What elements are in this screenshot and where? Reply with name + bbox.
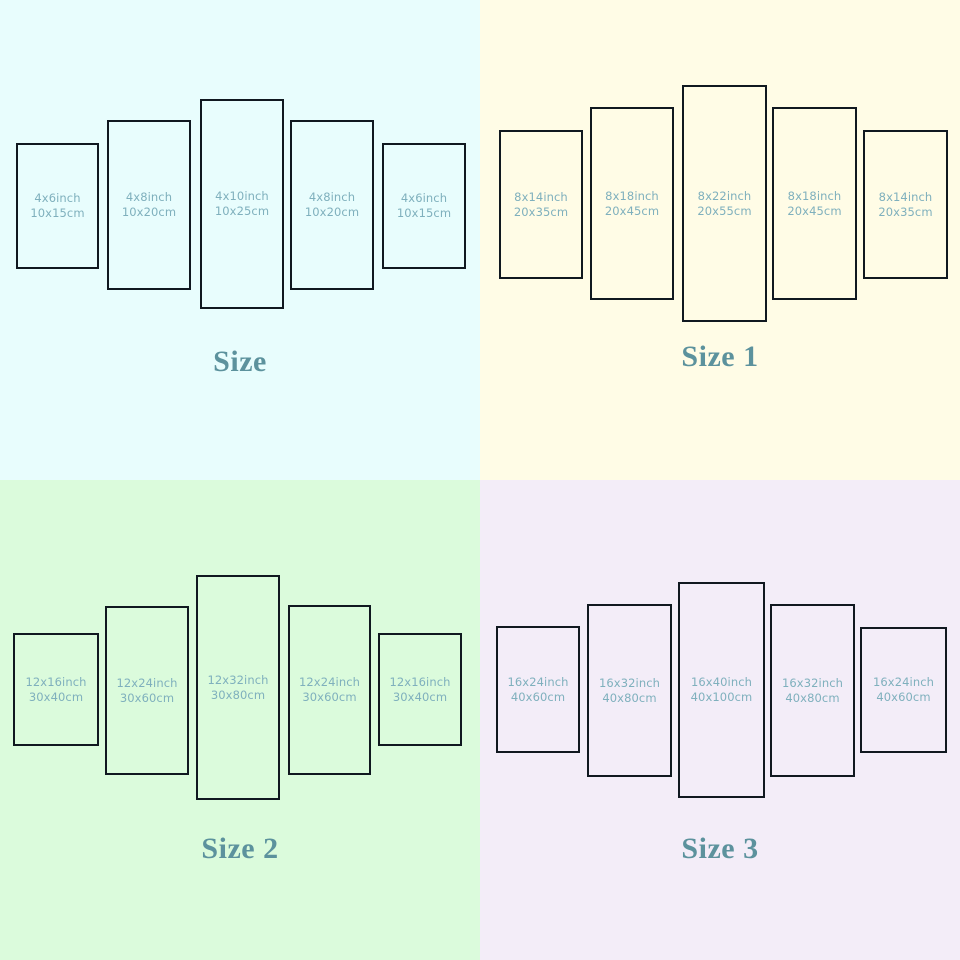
panel-label-cm: 40x60cm — [876, 690, 931, 704]
panel-label-inch: 12x16inch — [25, 674, 87, 689]
panel-size2-3: 12x32inch 30x80cm — [196, 575, 280, 800]
panel-stage-size: 4x6inch 10x15cm 4x8inch 10x20cm 4x10inch… — [0, 0, 480, 480]
quadrant-title-size-3: Size 3 — [681, 832, 759, 865]
panel-label-size3-3: 16x40inch 40x100cm — [691, 675, 753, 705]
panel-label-cm: 20x35cm — [513, 204, 569, 219]
panel-label-cm: 40x80cm — [785, 690, 840, 705]
panel-label-inch: 8x14inch — [878, 189, 933, 204]
quadrant-title-size-2: Size 2 — [201, 832, 279, 865]
panel-label-cm: 30x60cm — [119, 690, 175, 705]
panel-size-4: 4x8inch 10x20cm — [290, 120, 374, 290]
panel-size3-3: 16x40inch 40x100cm — [678, 582, 765, 798]
panel-size2-5: 12x16inch 30x40cm — [378, 633, 462, 746]
quadrant-size: 4x6inch 10x15cm 4x8inch 10x20cm 4x10inch… — [0, 0, 480, 480]
panel-label-cm: 20x55cm — [697, 203, 752, 218]
panel-label-inch: 8x18inch — [787, 188, 842, 203]
panel-label-cm: 10x15cm — [396, 206, 452, 220]
panel-label-inch: 12x16inch — [389, 674, 451, 689]
panel-label-inch: 4x10inch — [215, 189, 269, 204]
panel-label-size3-4: 16x32inch 40x80cm — [782, 676, 843, 706]
panel-label-size-2: 4x8inch 10x20cm — [122, 190, 176, 220]
panel-label-size-3: 4x10inch 10x25cm — [215, 189, 269, 219]
panel-size1-2: 8x18inch 20x45cm — [590, 107, 674, 300]
panel-label-inch: 16x24inch — [872, 675, 935, 690]
panel-label-size2-5: 12x16inch 30x40cm — [389, 675, 450, 705]
panel-label-size1-2: 8x18inch 20x45cm — [605, 189, 659, 219]
panel-label-inch: 8x22inch — [697, 188, 752, 203]
panel-size3-4: 16x32inch 40x80cm — [770, 604, 855, 777]
quadrant-size-3: 16x24inch 40x60cm 16x32inch 40x80cm 16x4… — [480, 480, 960, 960]
panel-size1-4: 8x18inch 20x45cm — [772, 107, 857, 300]
panel-label-inch: 12x24inch — [298, 675, 361, 690]
panel-label-cm: 40x80cm — [602, 690, 657, 705]
panel-size3-5: 16x24inch 40x60cm — [860, 627, 947, 753]
panel-label-cm: 30x80cm — [210, 687, 266, 702]
panel-stage-size-1: 8x14inch 20x35cm 8x18inch 20x45cm 8x22in… — [480, 0, 960, 480]
quadrant-title-size: Size — [213, 345, 267, 378]
panel-label-inch: 4x8inch — [125, 190, 173, 205]
panel-size3-1: 16x24inch 40x60cm — [496, 626, 580, 753]
panel-size-3: 4x10inch 10x25cm — [200, 99, 284, 309]
panel-size2-2: 12x24inch 30x60cm — [105, 606, 189, 775]
panel-label-size2-3: 12x32inch 30x80cm — [207, 673, 268, 703]
panel-label-inch: 12x32inch — [207, 672, 269, 687]
panel-label-cm: 20x35cm — [878, 204, 933, 219]
quadrant-size-2: 12x16inch 30x40cm 12x24inch 30x60cm 12x3… — [0, 480, 480, 960]
panel-label-cm: 20x45cm — [787, 203, 842, 218]
panel-label-inch: 4x6inch — [34, 191, 81, 206]
panel-stage-size-2: 12x16inch 30x40cm 12x24inch 30x60cm 12x3… — [0, 480, 480, 960]
panel-label-inch: 4x6inch — [400, 191, 448, 206]
quadrant-size-1: 8x14inch 20x35cm 8x18inch 20x45cm 8x22in… — [480, 0, 960, 480]
panel-label-cm: 10x20cm — [304, 205, 360, 219]
panel-label-inch: 12x24inch — [116, 675, 178, 690]
panel-size1-1: 8x14inch 20x35cm — [499, 130, 583, 279]
panel-label-inch: 8x14inch — [514, 189, 568, 204]
panel-label-inch: 16x40inch — [690, 675, 753, 690]
panel-size-1: 4x6inch 10x15cm — [16, 143, 99, 269]
panel-size2-1: 12x16inch 30x40cm — [13, 633, 99, 746]
panel-label-cm: 10x20cm — [121, 205, 177, 219]
panel-size-2: 4x8inch 10x20cm — [107, 120, 191, 290]
panel-label-size1-3: 8x22inch 20x55cm — [697, 189, 751, 219]
panel-label-cm: 10x25cm — [214, 204, 270, 218]
panel-label-size1-1: 8x14inch 20x35cm — [514, 190, 568, 220]
panel-label-size2-2: 12x24inch 30x60cm — [116, 676, 177, 706]
panel-label-cm: 20x45cm — [604, 203, 660, 218]
quadrant-title-size-1: Size 1 — [681, 340, 759, 373]
panel-size2-4: 12x24inch 30x60cm — [288, 605, 371, 775]
panel-label-cm: 30x60cm — [302, 690, 357, 704]
panel-size1-3: 8x22inch 20x55cm — [682, 85, 767, 322]
panel-label-cm: 10x15cm — [30, 206, 85, 220]
panel-label-size1-4: 8x18inch 20x45cm — [787, 189, 841, 219]
panel-size-5: 4x6inch 10x15cm — [382, 143, 466, 269]
panel-label-inch: 16x32inch — [781, 675, 844, 690]
panel-label-size3-5: 16x24inch 40x60cm — [873, 675, 934, 705]
panel-label-cm: 30x40cm — [28, 689, 84, 704]
panel-label-size3-1: 16x24inch 40x60cm — [507, 675, 568, 705]
panel-label-size2-4: 12x24inch 30x60cm — [299, 675, 360, 705]
panel-label-cm: 40x60cm — [510, 689, 566, 704]
panel-label-size-5: 4x6inch 10x15cm — [397, 191, 451, 221]
panel-label-inch: 16x24inch — [507, 674, 569, 689]
panel-label-inch: 4x8inch — [308, 190, 356, 205]
panel-label-size3-2: 16x32inch 40x80cm — [599, 676, 660, 706]
panel-label-cm: 30x40cm — [392, 689, 448, 704]
panel-label-cm: 40x100cm — [690, 690, 753, 704]
panel-label-size2-1: 12x16inch 30x40cm — [25, 675, 86, 705]
panel-stage-size-3: 16x24inch 40x60cm 16x32inch 40x80cm 16x4… — [480, 480, 960, 960]
panel-label-size-1: 4x6inch 10x15cm — [30, 191, 84, 221]
panel-label-size-4: 4x8inch 10x20cm — [305, 190, 359, 220]
panel-size1-5: 8x14inch 20x35cm — [863, 130, 948, 279]
panel-label-inch: 16x32inch — [598, 675, 661, 690]
panel-label-size1-5: 8x14inch 20x35cm — [878, 190, 932, 220]
panel-size3-2: 16x32inch 40x80cm — [587, 604, 672, 777]
panel-label-inch: 8x18inch — [605, 188, 659, 203]
